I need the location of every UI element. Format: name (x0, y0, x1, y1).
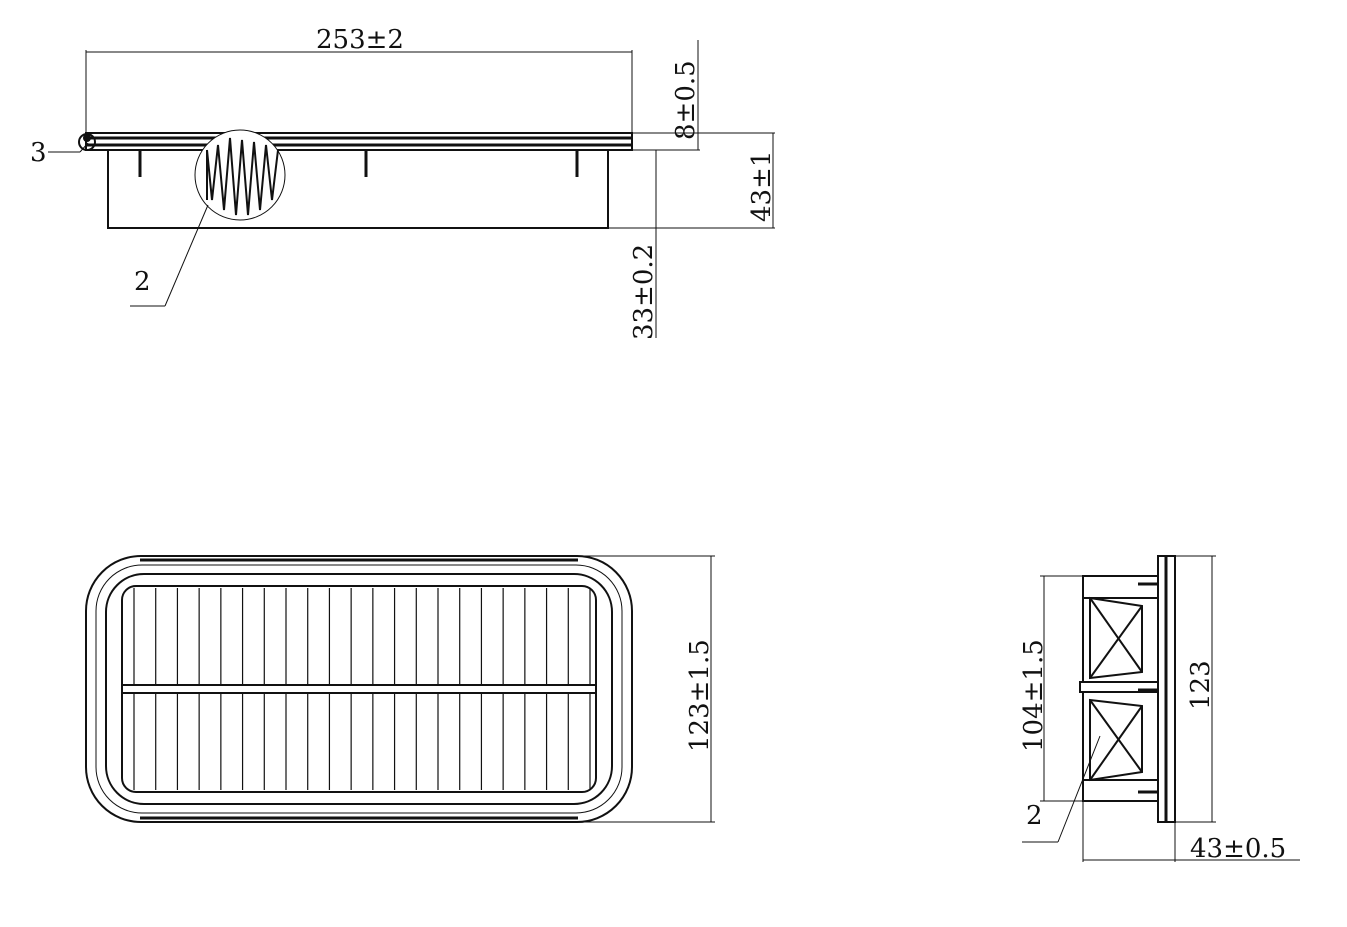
height-dimension-text: 43±1 (747, 151, 777, 222)
body-dimension-text: 33±0.2 (629, 244, 659, 340)
flange-dimension-text: 8±0.5 (671, 60, 701, 140)
depth-dimension-text: 43±0.5 (1190, 834, 1286, 864)
end-media-label: 2 (1026, 801, 1043, 831)
media-leader-tip (164, 204, 209, 307)
pleat-zigzag (206, 137, 279, 216)
width-dimension-text: 123±1.5 (685, 639, 715, 752)
seal-leader-tip (79, 142, 89, 153)
frame-ring-2 (105, 573, 613, 805)
media-label: 2 (134, 267, 151, 297)
seal-label: 3 (30, 138, 47, 168)
end-view: 104±1.5 123 43±0.5 2 (1019, 555, 1300, 864)
outer-frame (85, 555, 633, 823)
pocket-upper-diag-2 (1089, 605, 1143, 679)
end-center-rib (1079, 681, 1159, 693)
inner-dimension-text: 104±1.5 (1019, 639, 1049, 752)
pocket-upper-diag-1 (1089, 597, 1143, 673)
flange-plate (85, 132, 633, 151)
end-media-leader-tip (1057, 735, 1101, 843)
center-rib (121, 684, 597, 694)
frame-ring-1 (95, 564, 623, 814)
pleat-grid (133, 588, 591, 790)
top-view: 123±1.5 (85, 555, 715, 823)
seal-bead-core (83, 134, 91, 142)
filter-body (107, 150, 609, 229)
outer-dimension-text: 123 (1186, 660, 1216, 710)
side-view: 253±2 8±0.5 33±0.2 43±1 3 (30, 25, 777, 340)
pocket-lower-diag-1 (1089, 699, 1143, 773)
pocket-lower-diag-2 (1089, 705, 1143, 781)
length-dimension-text: 253±2 (316, 25, 404, 55)
